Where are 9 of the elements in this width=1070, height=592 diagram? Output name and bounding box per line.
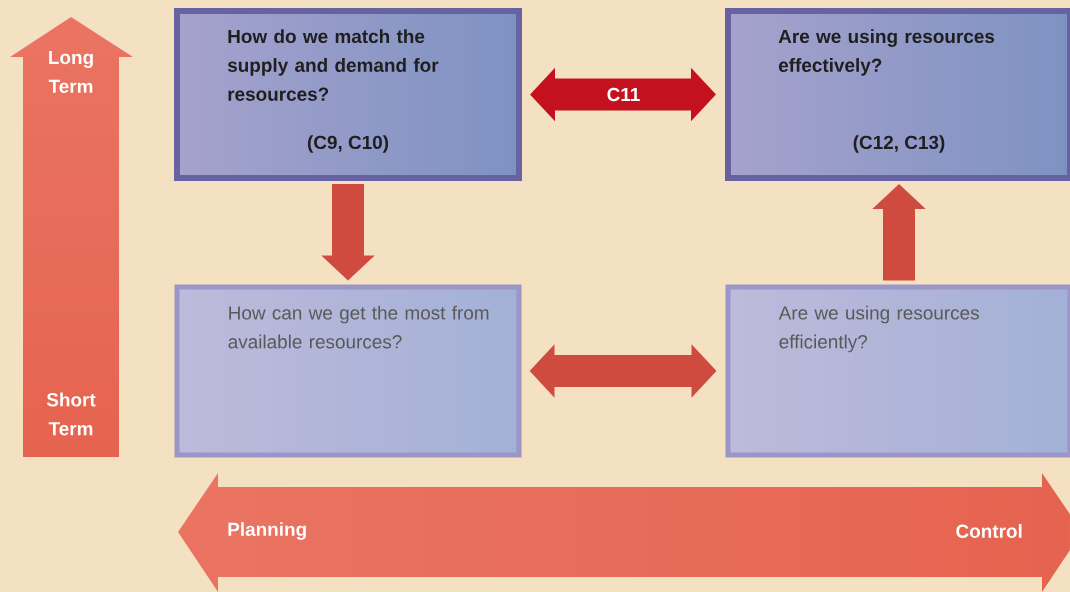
edge-label: C11 xyxy=(607,87,640,102)
arrow-label: Control xyxy=(956,524,1022,538)
question-box: Are we using resources efficiently? xyxy=(725,284,1070,458)
arrow-label: Long Term xyxy=(48,50,93,94)
question-box: How can we get the most from available resources? xyxy=(174,284,522,458)
question-box: How do we match the supply and demand for resources? (C9, C10) xyxy=(174,8,522,181)
arrow-label: Short Term xyxy=(46,392,96,436)
arrow-label: Planning xyxy=(228,522,306,540)
question-box: Are we using resources effectively? (C12, C13) xyxy=(725,8,1070,181)
